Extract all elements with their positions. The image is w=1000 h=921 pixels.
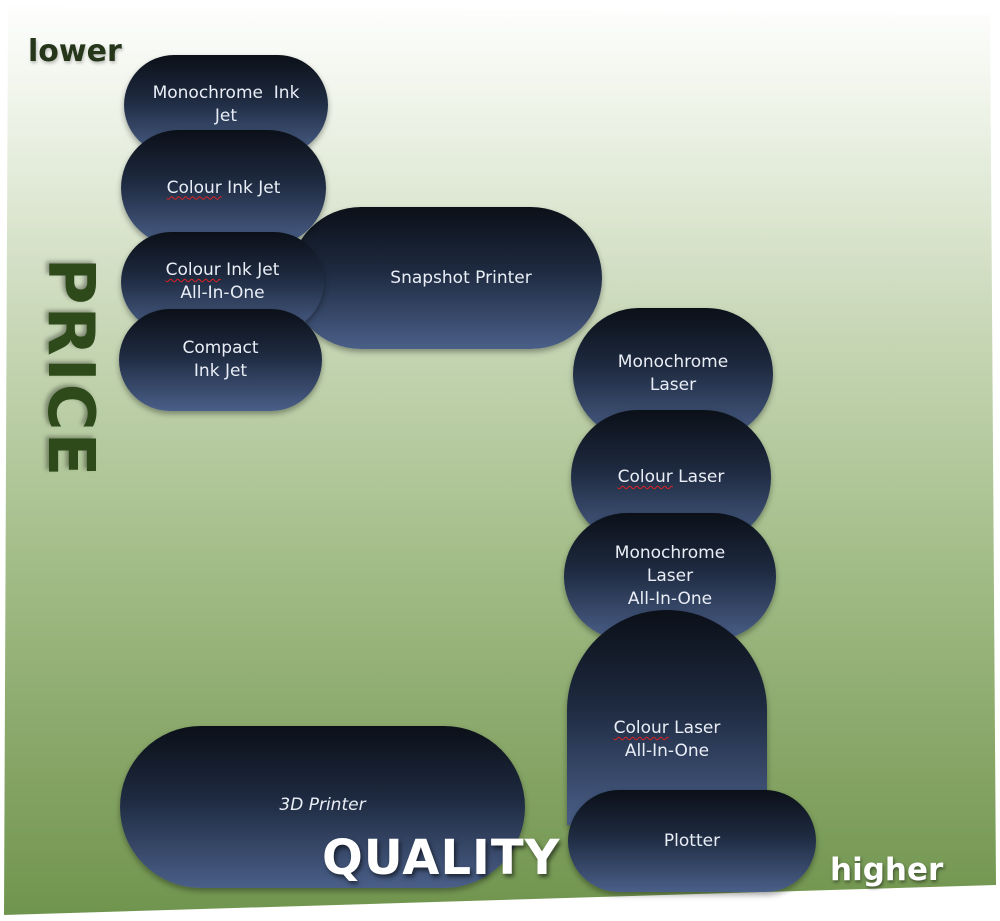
node-plotter: Plotter bbox=[568, 790, 816, 892]
node-label-word: Colour bbox=[165, 260, 221, 280]
node-label-line: Monochrome Ink bbox=[152, 83, 300, 103]
node-label-rest: Laser bbox=[672, 467, 725, 487]
node-label-line: Laser bbox=[646, 566, 694, 586]
node-label-line: Laser bbox=[649, 375, 697, 395]
node-label-rest: Laser bbox=[668, 718, 721, 738]
node-label: 3D Printer bbox=[279, 794, 366, 815]
node-label: Snapshot Printer bbox=[390, 267, 532, 288]
node-colour-laser-all-in-one: Colour Laser All-In-One bbox=[567, 610, 767, 825]
price-axis-label: PRICE bbox=[33, 257, 107, 479]
node-label-word: Colour bbox=[613, 718, 669, 738]
quality-axis-label: QUALITY bbox=[322, 830, 561, 886]
node-label-line: All-In-One bbox=[627, 589, 713, 609]
node-label-line: All-In-One bbox=[624, 741, 710, 761]
node-3d-printer: 3D Printer bbox=[120, 726, 525, 888]
higher-label: higher bbox=[830, 852, 944, 888]
node-label-line: Monochrome bbox=[617, 352, 729, 372]
lower-label: lower bbox=[28, 34, 122, 69]
node-label-line: Jet bbox=[214, 106, 238, 126]
node-monochrome-laser-all-in-one: Monochrome Laser All-In-One bbox=[564, 513, 776, 640]
node-snapshot-printer: Snapshot Printer bbox=[290, 207, 602, 349]
node-colour-ink-jet: Colour Ink Jet bbox=[121, 130, 326, 246]
node-label: Plotter bbox=[663, 830, 721, 851]
node-label-line: All-In-One bbox=[180, 283, 265, 303]
node-label-line: Monochrome bbox=[614, 543, 726, 563]
node-label-word: Colour bbox=[617, 467, 673, 487]
node-compact-ink-jet: Compact Ink Jet bbox=[119, 309, 322, 411]
node-label-line: Compact bbox=[182, 338, 259, 358]
node-label-rest: Ink Jet bbox=[221, 177, 281, 198]
node-label-rest: Ink Jet bbox=[220, 260, 280, 280]
node-label-line: Ink Jet bbox=[193, 361, 248, 381]
node-label-word: Colour bbox=[166, 177, 222, 198]
